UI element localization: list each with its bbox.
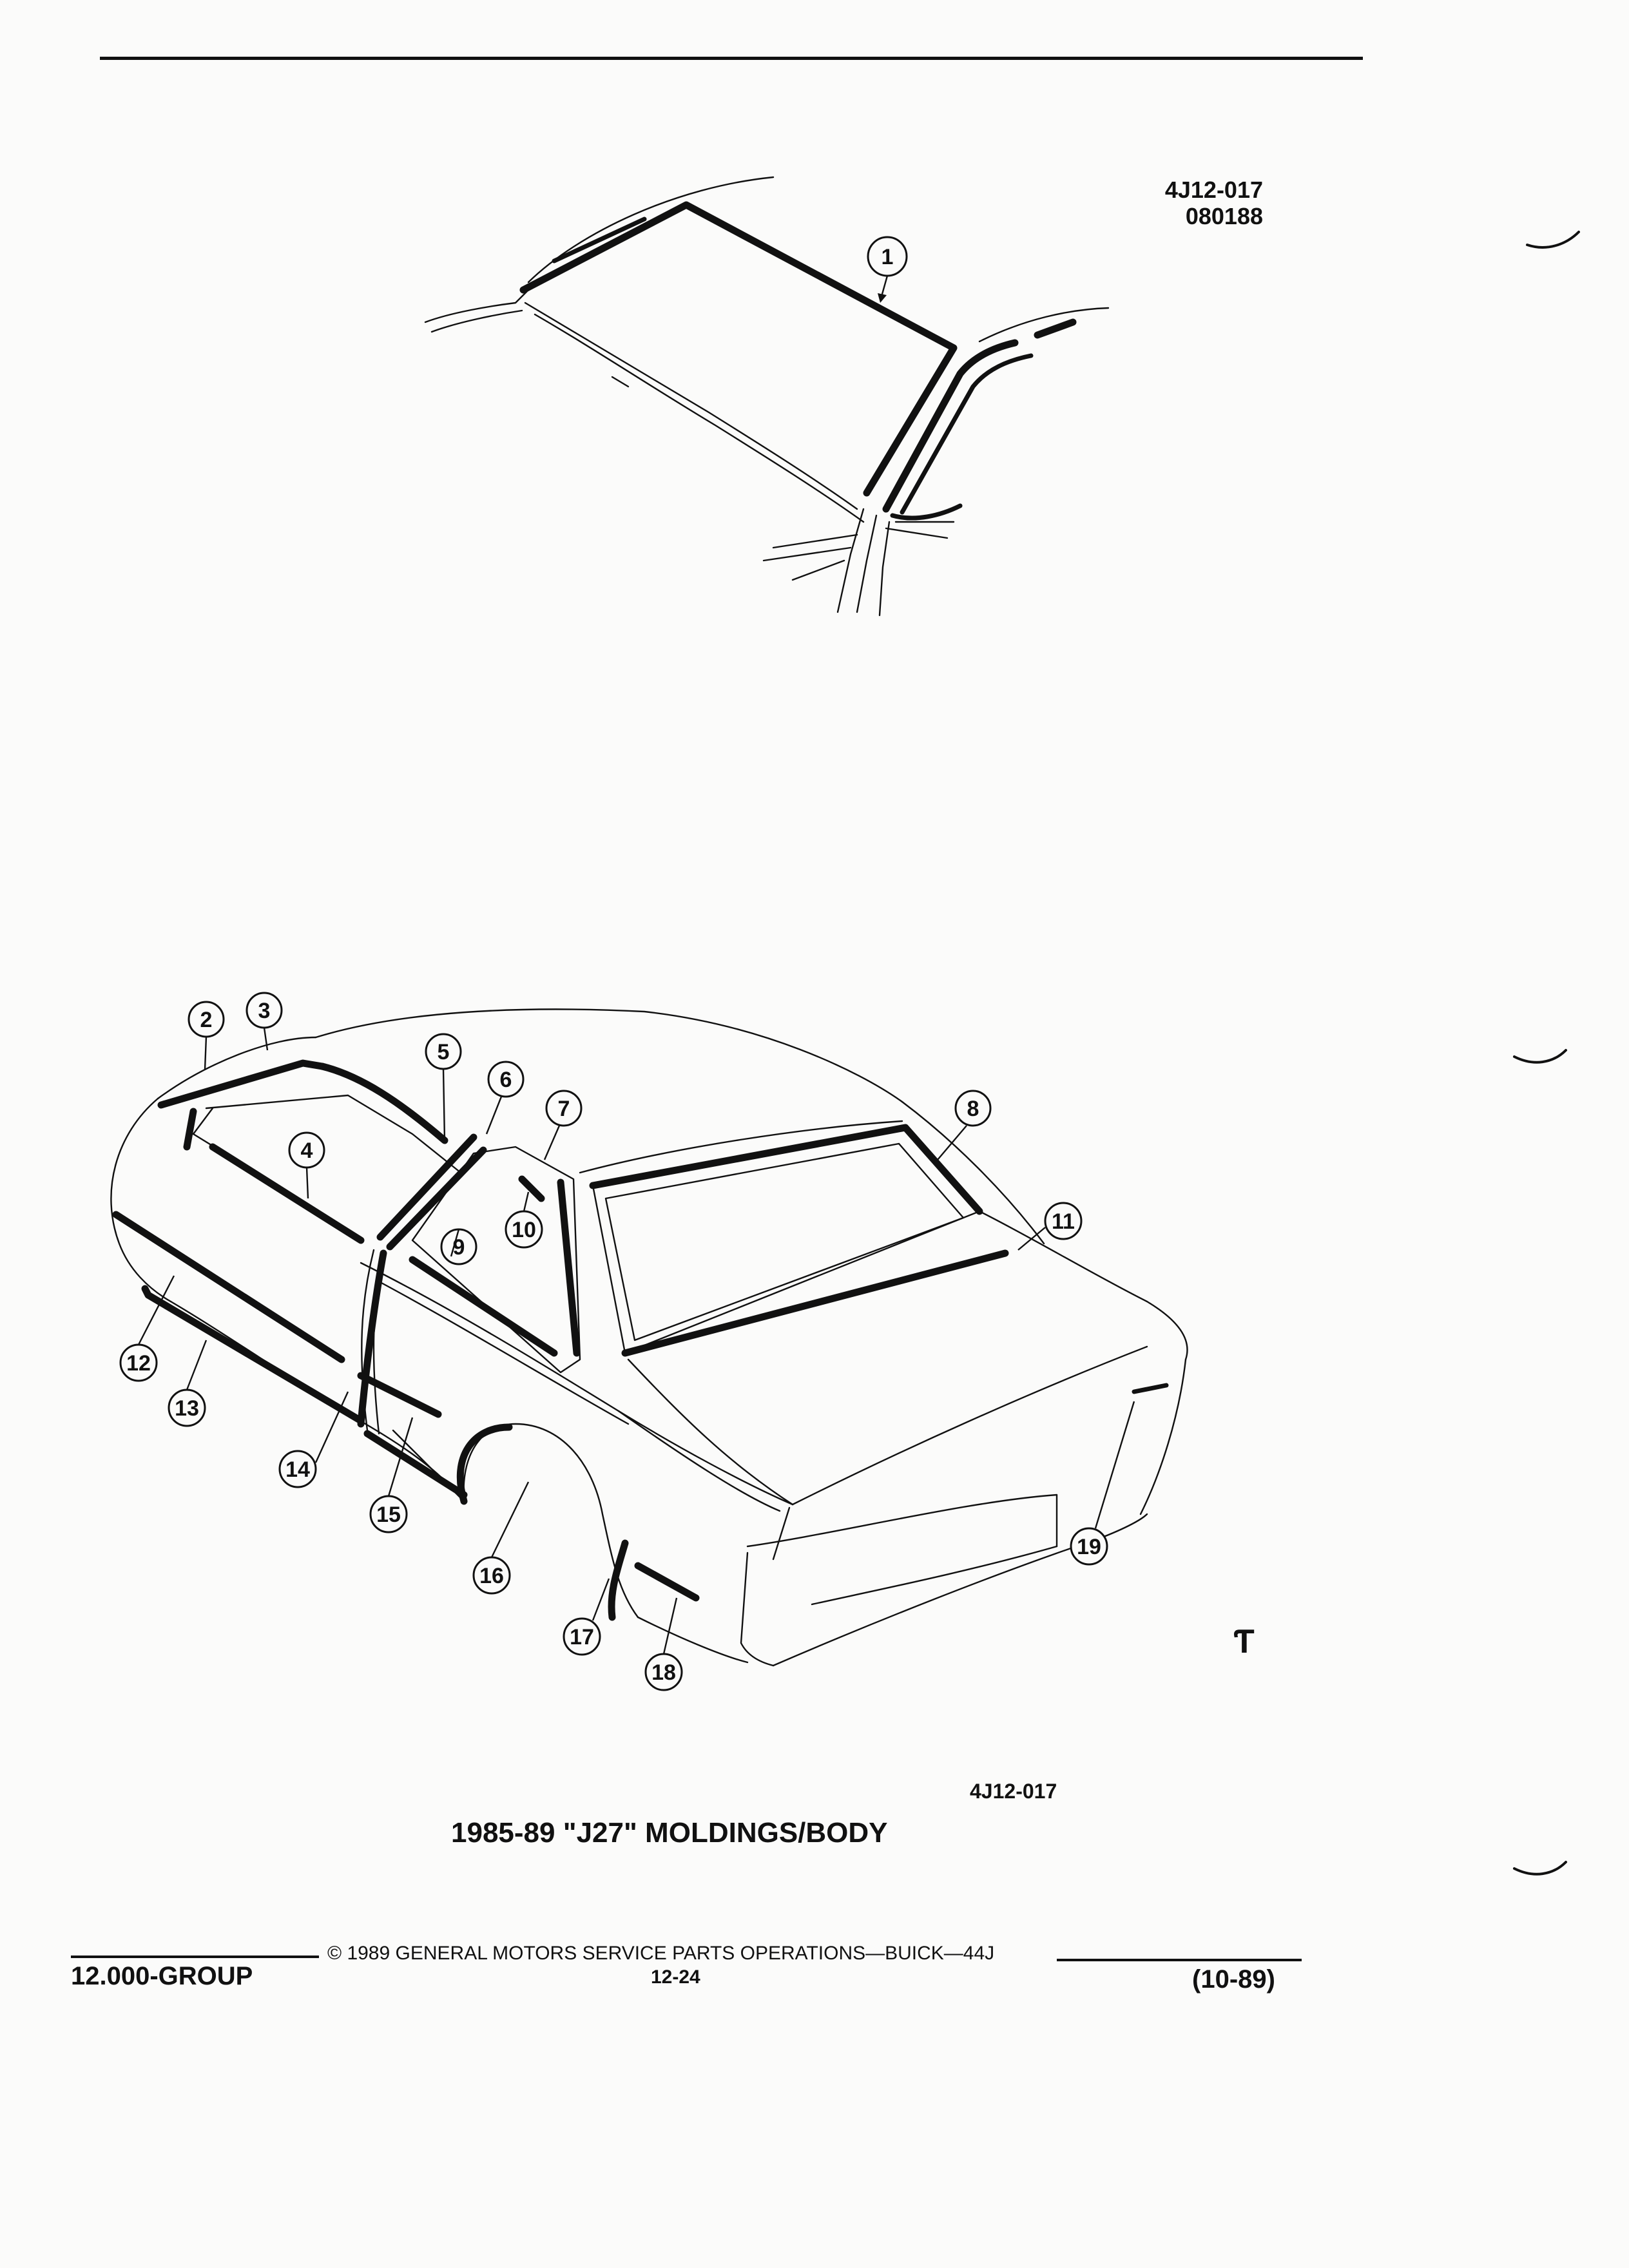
callout-10: 10 — [505, 1210, 543, 1249]
callout-4: 4 — [288, 1131, 325, 1169]
callout-9: 9 — [440, 1228, 477, 1265]
svg-text:10: 10 — [512, 1218, 536, 1242]
callout-13: 13 — [168, 1389, 206, 1427]
svg-text:9: 9 — [453, 1235, 465, 1260]
callout-7: 7 — [545, 1090, 583, 1127]
callout-19: 19 — [1070, 1527, 1108, 1566]
svg-text:13: 13 — [175, 1396, 199, 1421]
car-body-drawing — [110, 1008, 1188, 1667]
callout-2: 2 — [188, 1001, 225, 1038]
lower-figure-code: 4J12-017 — [970, 1780, 1057, 1803]
callout-12: 12 — [119, 1343, 158, 1382]
callout-14: 14 — [278, 1450, 317, 1488]
footer-rule-left — [71, 1956, 319, 1958]
svg-text:19: 19 — [1077, 1535, 1101, 1559]
svg-text:11: 11 — [1052, 1209, 1075, 1234]
figure-caption: 1985-89 "J27" MOLDINGS/BODY — [451, 1817, 888, 1849]
svg-text:3: 3 — [258, 999, 271, 1023]
footer-revision: (10-89) — [1192, 1965, 1275, 1994]
svg-text:8: 8 — [967, 1097, 979, 1121]
footer-page-number: 12-24 — [651, 1966, 700, 1988]
svg-text:16: 16 — [479, 1564, 504, 1588]
windshield-drawing — [424, 176, 1110, 617]
callout-16: 16 — [472, 1556, 511, 1595]
svg-text:4: 4 — [301, 1139, 313, 1163]
svg-text:17: 17 — [570, 1625, 594, 1649]
callout-6: 6 — [487, 1061, 525, 1098]
svg-text:7: 7 — [558, 1097, 570, 1121]
top-rule — [100, 57, 1363, 60]
callout-17: 17 — [563, 1617, 601, 1656]
logo-glyph: Ƭ — [1234, 1623, 1255, 1660]
svg-text:18: 18 — [651, 1660, 676, 1685]
callout-5: 5 — [425, 1033, 462, 1070]
callout-3: 3 — [246, 992, 283, 1029]
date-code: 080188 — [1185, 203, 1263, 229]
binder-mark-middle — [1513, 1049, 1567, 1064]
callout-15: 15 — [369, 1495, 408, 1533]
footer-copyright: © 1989 GENERAL MOTORS SERVICE PARTS OPER… — [327, 1943, 995, 1964]
svg-text:2: 2 — [200, 1008, 213, 1032]
svg-text:6: 6 — [500, 1068, 512, 1092]
callout-1: 1 — [867, 236, 908, 277]
body-moldings — [112, 1059, 1169, 1621]
binder-mark-bottom — [1513, 1861, 1567, 1876]
binder-mark-top — [1526, 231, 1580, 249]
svg-text:1: 1 — [882, 245, 894, 269]
svg-text:15: 15 — [376, 1503, 401, 1527]
footer-rule-right — [1057, 1959, 1302, 1961]
callout-18: 18 — [644, 1653, 683, 1691]
footer-group: 12.000-GROUP — [71, 1962, 253, 1990]
svg-text:5: 5 — [438, 1040, 450, 1064]
svg-text:12: 12 — [126, 1351, 151, 1376]
callout-8: 8 — [954, 1090, 992, 1127]
leader-arrows — [137, 1027, 1135, 1655]
callout-11: 11 — [1044, 1202, 1083, 1240]
figure-code: 4J12-017 — [1164, 177, 1263, 203]
svg-text:14: 14 — [285, 1457, 310, 1482]
